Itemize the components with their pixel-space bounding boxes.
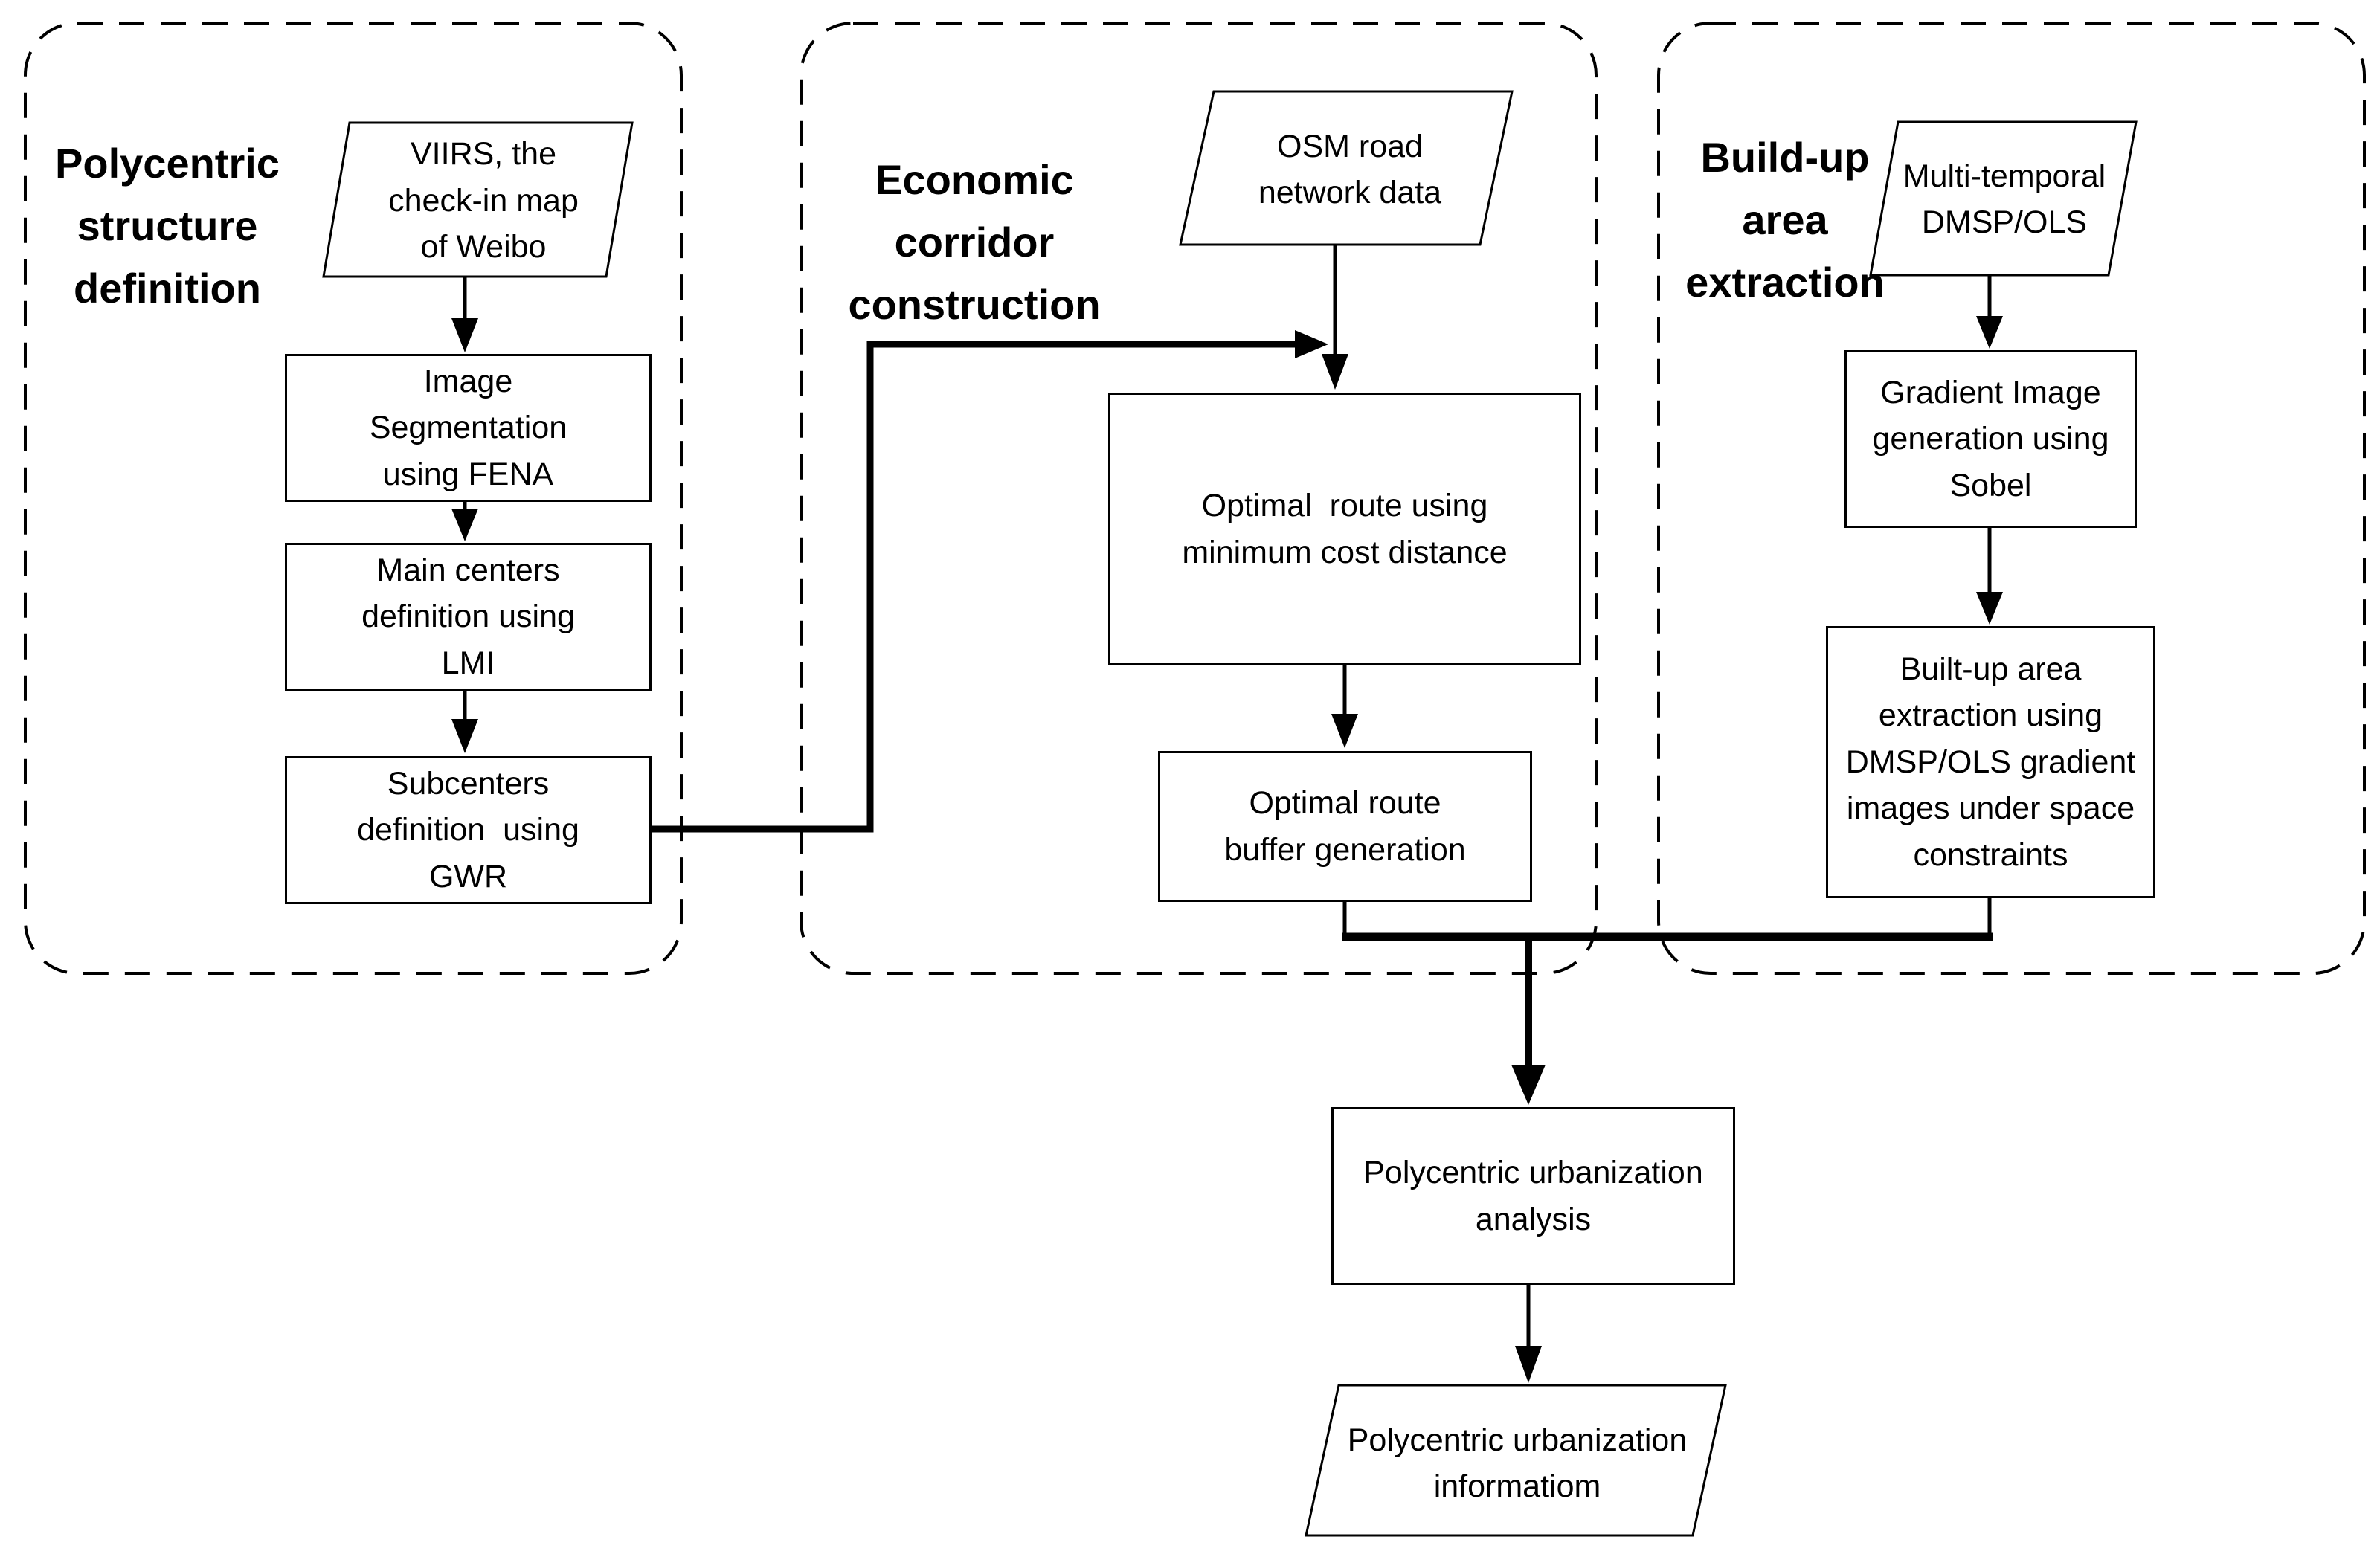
arrow-main-centers-to-subcenters <box>451 690 478 753</box>
osm-parallelogram-shape <box>1179 90 1514 246</box>
node-optimal-route: Optimal route using minimum cost distanc… <box>1108 393 1581 665</box>
node-gradient-image-generation: Gradient Image generation using Sobel <box>1844 350 2137 528</box>
connector-merge-to-analysis <box>1342 898 1993 1105</box>
multi-temporal-parallelogram-shape <box>1869 120 2138 277</box>
panel-title-polycentric-structure-definition: Polycentric structure definition <box>55 140 280 312</box>
node-polycentric-urbanization-information-output: Polycentric urbanization informatiom <box>1347 1422 1688 1504</box>
node-osm-road-network-input: OSM road network data <box>1258 128 1442 210</box>
arrow-multitemporal-to-gradient <box>1976 275 2003 349</box>
panel-3-border <box>1657 22 2366 975</box>
arrow-segmentation-to-main-centers <box>451 502 478 541</box>
connector-subcenters-to-corridor <box>652 330 1328 833</box>
viirs-parallelogram-shape <box>322 121 634 278</box>
panel-title-build-up-area-extraction: Build-up area extraction <box>1685 134 1885 306</box>
node-image-segmentation: Image Segmentation using FENA <box>285 354 652 502</box>
node-subcenters-definition: Subcenters definition using GWR <box>285 756 652 904</box>
node-polycentric-urbanization-analysis: Polycentric urbanization analysis <box>1331 1107 1735 1285</box>
panel-1-border <box>24 22 683 975</box>
node-main-centers-definition: Main centers definition using LMI <box>285 543 652 691</box>
panel-title-economic-corridor-construction: Economic corridor construction <box>848 156 1101 328</box>
arrow-viirs-to-segmentation <box>451 277 478 352</box>
node-viirs-input: VIIRS, the check-in map of Weibo <box>388 136 579 265</box>
node-optimal-route-buffer: Optimal route buffer generation <box>1158 751 1532 902</box>
arrow-analysis-to-information <box>1515 1285 1542 1383</box>
arrow-osm-to-optimal-route <box>1322 245 1348 390</box>
arrow-gradient-to-builtup <box>1976 528 2003 625</box>
arrow-optimal-route-to-buffer <box>1331 665 1358 748</box>
panel-2-border <box>800 22 1598 975</box>
node-built-up-area-extraction: Built-up area extraction using DMSP/OLS … <box>1826 626 2155 898</box>
node-multi-temporal-dmsp-ols-input: Multi-temporal DMSP/OLS <box>1903 158 2106 240</box>
information-parallelogram-shape <box>1305 1384 1727 1537</box>
